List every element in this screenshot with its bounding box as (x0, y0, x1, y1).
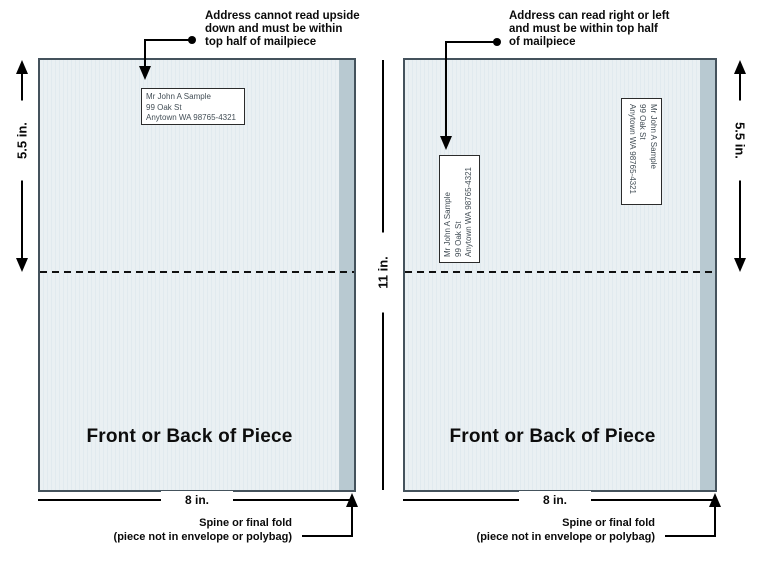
spine-arrow-left-vertical (351, 507, 353, 536)
spine-note-right-line-1: Spine or final fold (562, 517, 655, 529)
spine-strip-left (339, 60, 354, 490)
note-left-line-2: down and must be within (205, 23, 343, 35)
spine-note-left-line-2: (piece not in envelope or polybag) (113, 530, 292, 543)
piece-label-left: Front or Back of Piece (86, 426, 293, 447)
note-left-arrow-horizontal (145, 39, 190, 41)
note-left-anchor-dot (188, 36, 196, 44)
address-line-1: Mr John A Sample (443, 192, 452, 257)
address-line-1: Mr John A Sample (649, 104, 658, 169)
fold-line-left (40, 271, 354, 273)
spine-arrow-right-arrowhead-up (709, 493, 721, 507)
dim-5-5-right-arrowhead-down (734, 258, 746, 272)
spine-note-right: Spine or final fold (piece not in envelo… (477, 517, 655, 544)
dim-8-left-label: 8 in. (161, 491, 233, 509)
note-right-anchor-dot (493, 38, 501, 46)
dim-5-5-left-arrowhead-down (16, 258, 28, 272)
fold-line-right (405, 271, 715, 273)
note-left-line-3: top half of mailpiece (205, 36, 317, 48)
spine-note-left: Spine or final fold (piece not in envelo… (114, 517, 292, 544)
address-label-rotated-right-text: Mr John A Sample 99 Oak St Anytown WA 98… (622, 99, 661, 204)
spine-arrow-left-horizontal (302, 535, 353, 537)
mailpiece-left: Front or Back of Piece (38, 58, 356, 492)
note-right: Address can read right or left and must … (509, 10, 669, 49)
address-label-rotated-right: Mr John A Sample 99 Oak St Anytown WA 98… (621, 98, 662, 205)
address-line-3: Anytown WA 98765-4321 (146, 113, 236, 122)
address-line-2: 99 Oak St (638, 104, 648, 140)
spine-note-right-line-2: (piece not in envelope or polybag) (476, 530, 655, 543)
spine-note-left-line-1: Spine or final fold (199, 517, 292, 529)
address-label-rotated-left-text: Mr John A Sample 99 Oak St Anytown WA 98… (440, 156, 479, 262)
dim-5-5-right-arrowhead-up (734, 60, 746, 74)
note-right-arrow-horizontal (446, 41, 495, 43)
address-line-1: Mr John A Sample (146, 92, 211, 101)
spine-arrow-right-horizontal (665, 535, 716, 537)
address-label-upright: Mr John A Sample 99 Oak St Anytown WA 98… (141, 88, 245, 125)
note-right-line-2: and must be within top half (509, 23, 658, 35)
dim-8-right-label: 8 in. (519, 491, 591, 509)
note-left-arrow-vertical (144, 39, 146, 66)
note-left-arrowhead-down (139, 66, 151, 80)
spine-strip-right (700, 60, 715, 490)
address-line-2: 99 Oak St (453, 221, 463, 257)
address-line-2: 99 Oak St (146, 102, 182, 112)
mailpiece-right: Front or Back of Piece (403, 58, 717, 492)
address-label-rotated-left: Mr John A Sample 99 Oak St Anytown WA 98… (439, 155, 480, 263)
note-right-line-3: of mailpiece (509, 36, 576, 48)
note-left-line-1: Address cannot read upside (205, 10, 360, 22)
note-right-arrowhead-down (440, 136, 452, 150)
address-line-3: Anytown WA 98765-4321 (628, 104, 637, 194)
spine-arrow-left-arrowhead-up (346, 493, 358, 507)
dim-5-5-left-label: 5.5 in. (12, 100, 32, 181)
address-line-3: Anytown WA 98765-4321 (464, 167, 473, 257)
note-left: Address cannot read upside down and must… (205, 10, 360, 49)
dim-11-label: 11 in. (373, 232, 393, 313)
dim-5-5-right-label: 5.5 in. (730, 100, 750, 181)
piece-label-right: Front or Back of Piece (449, 426, 656, 447)
note-right-arrow-vertical (445, 41, 447, 136)
note-right-line-1: Address can read right or left (509, 10, 670, 22)
spine-arrow-right-vertical (714, 507, 716, 536)
dim-5-5-left-arrowhead-up (16, 60, 28, 74)
